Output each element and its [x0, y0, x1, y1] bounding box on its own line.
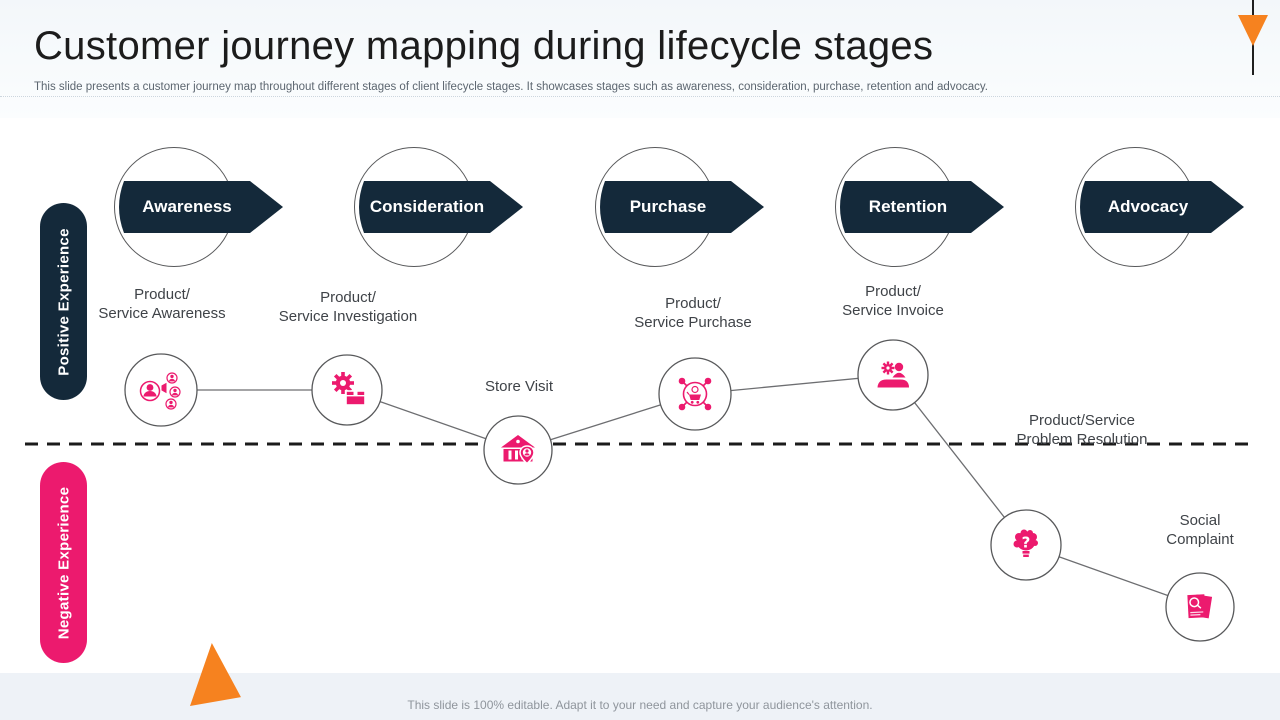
store-location-icon: [501, 435, 535, 465]
header-divider: [0, 96, 1280, 97]
journey-label-store-visit: Store Visit: [484, 378, 554, 395]
cart-network-icon: [678, 377, 712, 411]
journey-label-awareness: Product/ Service Awareness: [98, 286, 226, 322]
journey-circle: [857, 339, 929, 411]
stage-advocacy: Advocacy: [1073, 147, 1245, 267]
journey-canvas: ?: [25, 339, 1251, 642]
journey-point-problem-resolution: ?: [990, 509, 1062, 581]
journey-label-invoice: Product/ Service Invoice: [842, 283, 944, 319]
footer-note: This slide is 100% editable. Adapt it to…: [407, 698, 873, 712]
journey-point-social-complaint: [1165, 572, 1235, 642]
stage-arrow-shape: [840, 181, 1004, 233]
stage-arrow-shape: [1080, 181, 1244, 233]
stage-arrow-shape: [600, 181, 764, 233]
stage-label: Retention: [868, 197, 948, 216]
negative-experience-pill: Negative Experience: [40, 462, 87, 663]
top-right-triangle-icon: [1238, 15, 1268, 46]
stage-label: Purchase: [629, 197, 707, 216]
svg-text:?: ?: [1022, 534, 1031, 552]
stage-arrow-shape: [359, 181, 523, 233]
journey-label-investigation: Product/ Service Investigation: [278, 289, 418, 325]
stage-label: Advocacy: [1107, 197, 1189, 216]
journey-point-purchase: [658, 357, 732, 431]
journey-point-store-visit: [483, 415, 553, 485]
stage-purchase: Purchase: [593, 147, 765, 267]
idea-question-icon: ?: [1013, 529, 1038, 557]
stage-label: Consideration: [369, 197, 485, 216]
stage-arrow-shape: [119, 181, 283, 233]
stage-awareness: Awareness: [112, 147, 284, 267]
audience-megaphone-icon: [139, 372, 181, 410]
journey-circle: [124, 353, 198, 427]
journey-label-purchase: Product/ Service Purchase: [634, 295, 752, 331]
journey-label-problem-resolution: Product/Service Problem Resolution: [1016, 412, 1148, 448]
stage-label: Awareness: [142, 197, 232, 216]
stage-retention: Retention: [833, 147, 1005, 267]
complaint-document-icon: [1187, 592, 1214, 620]
gear-box-icon: [332, 372, 366, 406]
stage-consideration: Consideration: [352, 147, 524, 267]
page-subtitle: This slide presents a customer journey m…: [34, 81, 988, 93]
page-title: Customer journey mapping during lifecycl…: [34, 24, 934, 68]
journey-label-social-complaint: Social Complaint: [1166, 512, 1234, 548]
footer-strip: [0, 673, 1280, 720]
positive-experience-pill: Positive Experience: [40, 203, 87, 400]
journey-circle: [311, 354, 383, 426]
journey-point-invoice: [857, 339, 929, 411]
header-strip: [0, 0, 1280, 118]
hand-service-icon: [877, 361, 909, 388]
journey-point-investigation: [311, 354, 383, 426]
journey-point-awareness: [124, 353, 198, 427]
